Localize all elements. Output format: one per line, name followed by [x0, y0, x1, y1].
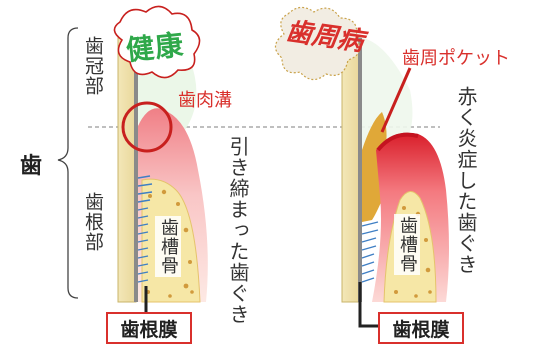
periodontitis-tooth [341, 37, 449, 328]
periodontal-pocket-label: 歯周ポケット [402, 48, 510, 69]
gingival-sulcus-label: 歯肉溝 [178, 90, 232, 111]
root-label: 歯根部 [82, 192, 104, 252]
inflamed-gum-label: 赤く炎症した歯ぐき [454, 86, 478, 275]
periodontitis-badge [274, 6, 361, 81]
alveolar-bone-left-label: 歯槽骨 [155, 216, 181, 277]
tooth-label: 歯 [20, 154, 43, 179]
pdl-right-box: 歯根膜 [378, 312, 464, 344]
crown-label: 歯冠部 [82, 36, 104, 96]
tooth-bracket [57, 27, 79, 299]
healthy-title: 健康 [124, 28, 186, 67]
healthy-badge [113, 5, 201, 79]
alveolar-bone-right-label: 歯槽骨 [394, 214, 420, 275]
tight-gum-label: 引き締まった歯ぐき [226, 136, 250, 325]
pdl-left-box: 歯根膜 [106, 312, 192, 344]
